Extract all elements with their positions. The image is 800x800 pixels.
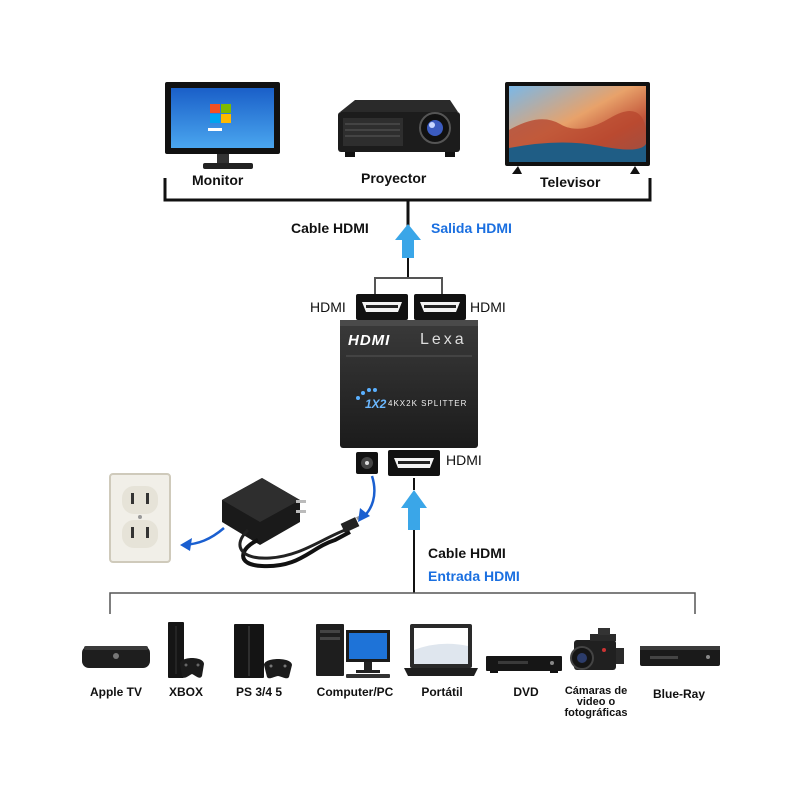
in-port-label: HDMI bbox=[446, 452, 482, 468]
input-label-ps: PS 3/4 5 bbox=[235, 685, 283, 699]
input-label-camera: Cámaras de video o fotográficas bbox=[564, 685, 628, 719]
input-label-apple-tv: Apple TV bbox=[89, 685, 142, 699]
video-camera-icon bbox=[570, 628, 624, 670]
dvd-player-icon bbox=[486, 656, 562, 673]
out-port-left-label: HDMI bbox=[310, 299, 346, 315]
bottom-cable-label: Cable HDMI bbox=[428, 545, 506, 561]
projector-icon bbox=[338, 100, 460, 157]
ps-console-icon bbox=[234, 624, 292, 679]
top-cable-label: Cable HDMI bbox=[291, 220, 369, 236]
splitter-led-dots bbox=[356, 388, 377, 400]
input-bus-line bbox=[109, 592, 696, 614]
monitor-icon bbox=[165, 82, 280, 169]
input-label-blu-ray: Blue-Ray bbox=[652, 687, 705, 701]
output-label-monitor: Monitor bbox=[192, 172, 244, 188]
input-label-xbox: XBOX bbox=[168, 685, 203, 699]
laptop-icon bbox=[404, 624, 478, 676]
apple-tv-icon bbox=[82, 646, 150, 668]
bottom-flow-label: Entrada HDMI bbox=[428, 568, 520, 584]
output-arrow bbox=[395, 224, 421, 278]
splitter-brand-name: Lexa bbox=[420, 331, 467, 348]
power-arrow-head-left bbox=[180, 538, 192, 551]
input-label-computer: Computer/PC bbox=[316, 685, 394, 699]
tv-icon bbox=[505, 82, 650, 174]
blu-ray-player-icon bbox=[640, 646, 720, 666]
output-label-tv: Televisor bbox=[540, 174, 601, 190]
output-label-projector: Proyector bbox=[361, 170, 427, 186]
input-label-laptop: Portátil bbox=[421, 685, 463, 699]
top-flow-label: Salida HDMI bbox=[431, 220, 512, 236]
power-arrow-head-right bbox=[358, 508, 370, 522]
hdmi-in-port bbox=[388, 450, 440, 476]
xbox-icon bbox=[168, 622, 204, 678]
wall-outlet-icon bbox=[109, 473, 171, 563]
power-adapter-icon bbox=[222, 478, 367, 569]
splitter-badge: 1X2 bbox=[365, 397, 387, 411]
splitter-box bbox=[340, 320, 478, 448]
computer-pc-icon bbox=[316, 624, 390, 678]
dc-power-jack-icon bbox=[356, 452, 378, 474]
port-bracket bbox=[374, 277, 443, 298]
splitter-hdmi-logo: HDMI bbox=[348, 332, 391, 349]
output-bus-line bbox=[163, 178, 652, 228]
input-arrow bbox=[401, 478, 427, 593]
splitter-model-text: 4KX2K SPLITTER bbox=[388, 399, 468, 408]
hdmi-out-port-right bbox=[414, 294, 466, 320]
out-port-right-label: HDMI bbox=[470, 299, 506, 315]
hdmi-out-port-left bbox=[356, 294, 408, 320]
input-label-dvd: DVD bbox=[513, 685, 539, 699]
